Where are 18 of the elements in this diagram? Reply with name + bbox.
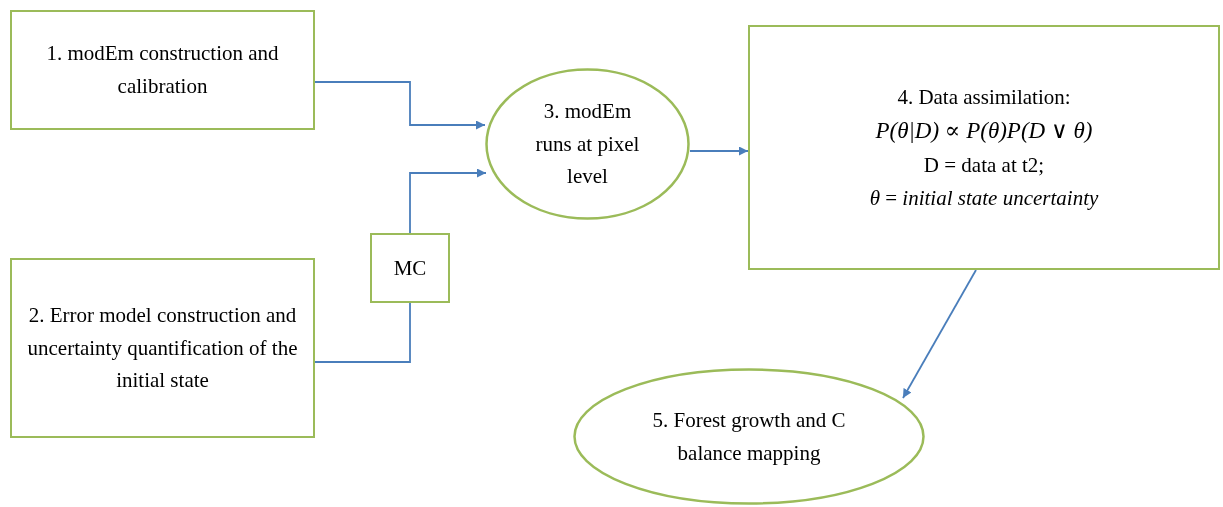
arrow xyxy=(409,168,487,234)
process-box xyxy=(10,10,315,130)
connector-line xyxy=(314,302,411,363)
arrow xyxy=(314,81,486,130)
node-label: 3. modEm runs at pixel level xyxy=(534,98,641,191)
arrow xyxy=(689,146,749,156)
node-label: MC xyxy=(393,254,427,282)
process-box xyxy=(748,25,1220,270)
arrow xyxy=(902,269,977,399)
node-label: 4. Data assimilation: xyxy=(897,83,1071,111)
node-label: 2. Error model construction and uncertainty quantification of the initial state xyxy=(26,302,299,395)
process-box xyxy=(370,233,450,303)
node-label: D = data at t2; xyxy=(923,152,1045,180)
process-box xyxy=(10,258,315,438)
formula: P(θ|D) ∝ P(θ)P(D ∨ θ) xyxy=(875,117,1093,146)
node-label: 5. Forest growth and C balance mapping xyxy=(651,406,847,467)
node-label: 1. modEm construction and calibration xyxy=(45,40,280,100)
node-label: θ = initial state uncertainty xyxy=(869,184,1099,212)
